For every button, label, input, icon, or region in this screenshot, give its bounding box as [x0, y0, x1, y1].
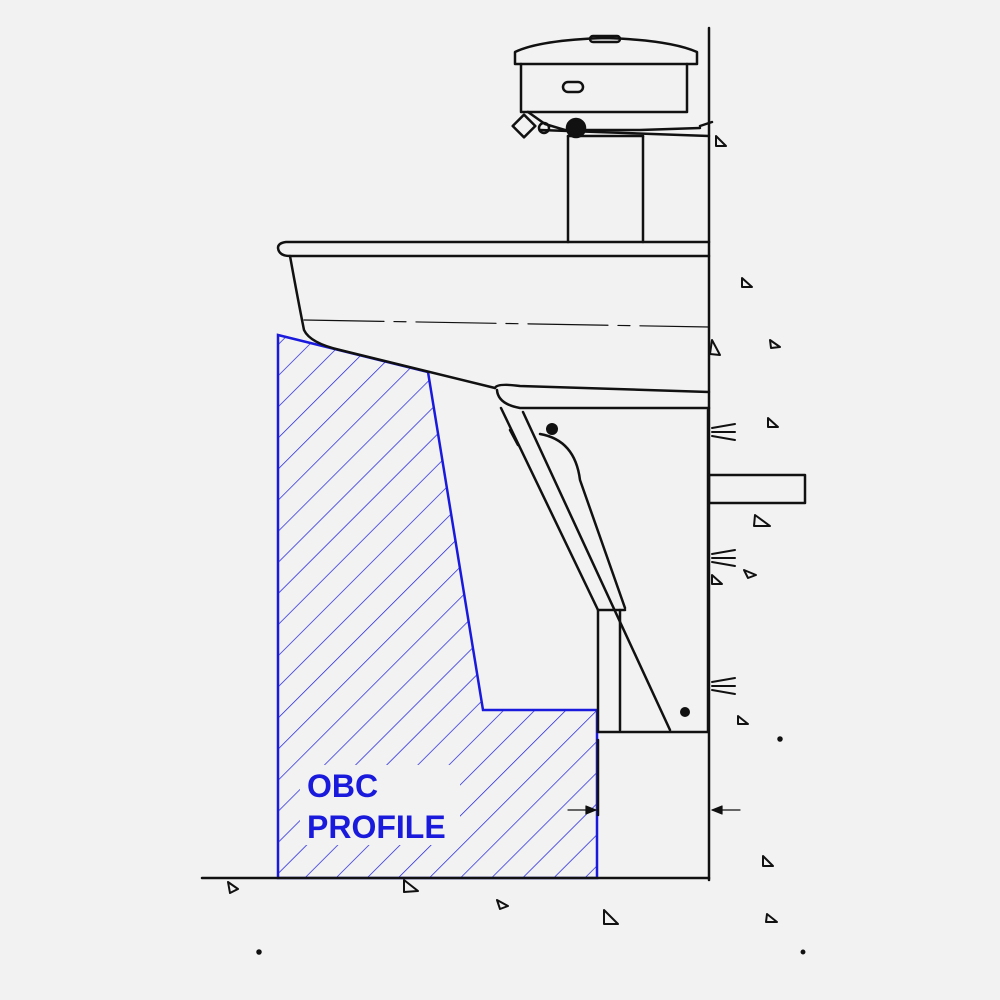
wall-anchors — [711, 423, 736, 695]
profile-label-line1: OBC — [307, 768, 378, 804]
concrete-aggregate-marks — [227, 135, 781, 925]
sink-basin — [276, 240, 711, 394]
aggregate-dot — [256, 949, 262, 955]
profile-label-line2: PROFILE — [307, 809, 446, 845]
bracket-bolt-bottom — [680, 707, 690, 717]
obc-profile-region: OBC PROFILE — [276, 333, 599, 880]
aggregate-dot — [800, 949, 806, 955]
faucet-unit — [511, 34, 714, 139]
label-backdrop — [300, 765, 460, 845]
support-bracket — [495, 388, 711, 817]
bracket-bolt-top — [546, 423, 558, 435]
faucet-pedestal — [566, 134, 645, 244]
dimension-arrows — [567, 805, 741, 815]
aggregate-dot — [777, 736, 783, 742]
drain-pipe — [707, 473, 807, 505]
